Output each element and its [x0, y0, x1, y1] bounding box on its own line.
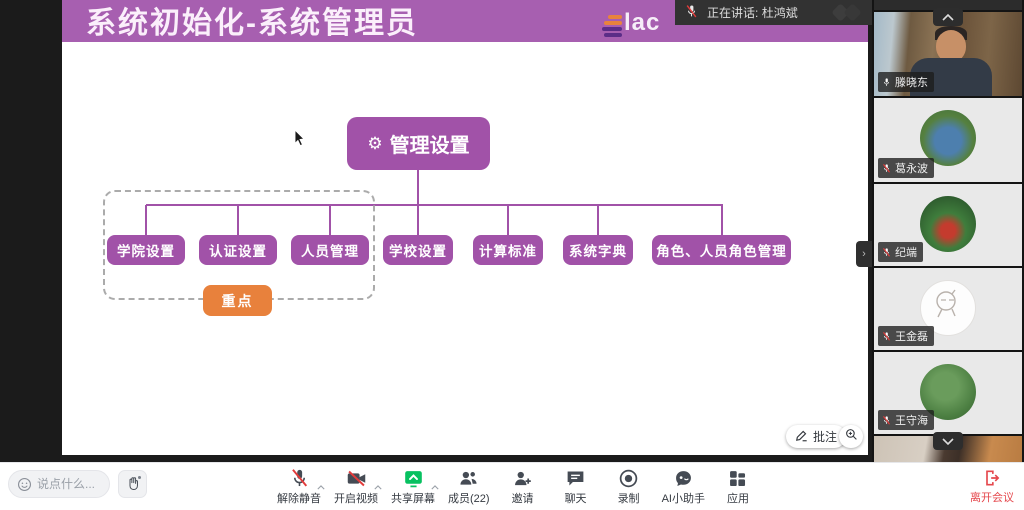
panel-collapse-tab[interactable]: › [856, 241, 872, 267]
record-button[interactable]: 录制 [609, 468, 649, 506]
ai-assistant-button[interactable]: AI小助手 [662, 468, 705, 506]
annotate-label: 批注 [813, 430, 838, 444]
chevron-up-icon[interactable] [431, 477, 439, 495]
connector-line [417, 170, 419, 205]
logo-text: lac [624, 9, 661, 36]
record-icon [619, 469, 638, 488]
avatar [920, 196, 976, 252]
participants-sidebar: 滕晓东 葛永波 纪端 王金磊 [872, 0, 1024, 462]
mic-muted-icon [883, 415, 890, 425]
invite-button[interactable]: 邀请 [503, 468, 543, 506]
participant-tile[interactable]: 葛永波 [874, 98, 1022, 182]
connector-line [417, 205, 419, 235]
participant-name-badge: 纪端 [878, 242, 923, 262]
slide-title: 系统初始化-系统管理员 [86, 7, 418, 40]
speaker-name: 杜鸿斌 [761, 6, 798, 20]
screen-share-stage: 系统初始化-系统管理员 lac ⚙ 管理设置 学院设置 认证设置 [62, 0, 872, 455]
members-icon [460, 471, 477, 485]
message-input[interactable] [37, 477, 101, 491]
unmute-button[interactable]: 解除静音 [277, 468, 325, 506]
mouse-cursor [294, 128, 306, 152]
chevron-right-icon: › [862, 248, 866, 260]
diagram-node: 学院设置 [107, 235, 185, 265]
speaking-label: 正在讲话: [707, 6, 759, 20]
mic-muted-icon [685, 4, 698, 22]
mic-muted-icon [883, 331, 890, 341]
participant-name-badge: 滕晓东 [878, 72, 934, 92]
brand-logo: lac [602, 3, 660, 37]
camera-off-icon [347, 470, 365, 487]
participant-name-badge: 王守海 [878, 410, 934, 430]
start-video-button[interactable]: 开启视频 [334, 468, 382, 506]
diagram-node: 计算标准 [473, 235, 543, 265]
diagram-node: 认证设置 [199, 235, 277, 265]
clap-hand-icon [129, 477, 138, 491]
participant-name-badge: 葛永波 [878, 158, 934, 178]
diagram-node: 人员管理 [291, 235, 369, 265]
connector-line [145, 205, 147, 235]
participant-tile[interactable]: 纪端 [874, 184, 1022, 266]
apps-button[interactable]: 应用 [718, 468, 758, 506]
mic-muted-icon [883, 247, 890, 257]
chevron-up-button[interactable] [933, 8, 963, 26]
diagram-node: 角色、人员角色管理 [652, 235, 791, 265]
participant-tile[interactable]: 王守海 [874, 352, 1022, 434]
watermark-logo-icon [826, 2, 868, 25]
meeting-toolbar: 解除静音 开启视频 共享屏幕 成员(22) 邀请 聊天 [0, 462, 1024, 510]
connector-line [146, 204, 723, 206]
connector-line [237, 205, 239, 235]
participant-tile[interactable]: 王金磊 [874, 268, 1022, 350]
participant-tile[interactable]: 滕晓东 [874, 12, 1022, 96]
connector-line [507, 205, 509, 235]
shared-slide: 系统初始化-系统管理员 lac ⚙ 管理设置 学院设置 认证设置 [62, 0, 868, 455]
toolbar-items: 解除静音 开启视频 共享屏幕 成员(22) 邀请 聊天 [277, 466, 758, 508]
connector-line [329, 205, 331, 235]
avatar [920, 110, 976, 166]
leave-icon [986, 470, 1000, 486]
mic-muted-icon [291, 469, 307, 487]
participant-name-badge: 王金磊 [878, 326, 934, 346]
mic-muted-icon [883, 163, 890, 173]
mic-on-icon [884, 77, 889, 86]
annotate-button[interactable]: 批注 [786, 425, 847, 448]
diagram-node: 系统字典 [563, 235, 633, 265]
chevron-down-button[interactable] [933, 432, 963, 450]
connector-line [597, 205, 599, 235]
logo-bars-icon [602, 15, 622, 37]
root-node-label: 管理设置 [389, 135, 470, 157]
diagram-root-node: ⚙ 管理设置 [347, 117, 490, 170]
chat-icon [567, 471, 584, 486]
diagram-node: 学校设置 [383, 235, 453, 265]
ai-assistant-icon [675, 471, 691, 486]
chevron-up-icon[interactable] [317, 477, 325, 495]
reaction-button[interactable] [118, 470, 147, 498]
share-screen-button[interactable]: 共享屏幕 [391, 468, 439, 506]
share-screen-icon [404, 471, 422, 488]
participant-tile-partial[interactable] [874, 0, 1022, 10]
leave-meeting-button[interactable]: 离开会议 [970, 468, 1014, 505]
connector-line [721, 205, 723, 235]
chevron-up-icon[interactable] [374, 477, 382, 495]
key-point-badge: 重点 [203, 285, 272, 316]
message-input-wrap[interactable] [8, 470, 110, 498]
members-button[interactable]: 成员(22) [448, 468, 490, 506]
apps-icon [730, 471, 746, 487]
zoom-in-button[interactable] [839, 425, 863, 448]
chat-button[interactable]: 聊天 [556, 468, 596, 506]
smiley-icon [18, 477, 31, 491]
pen-icon [795, 429, 809, 445]
invite-icon [515, 471, 531, 486]
gear-icon: ⚙ [367, 133, 383, 153]
speaking-banner: 正在讲话: 杜鸿斌 [675, 0, 872, 25]
magnifier-plus-icon [845, 428, 858, 446]
